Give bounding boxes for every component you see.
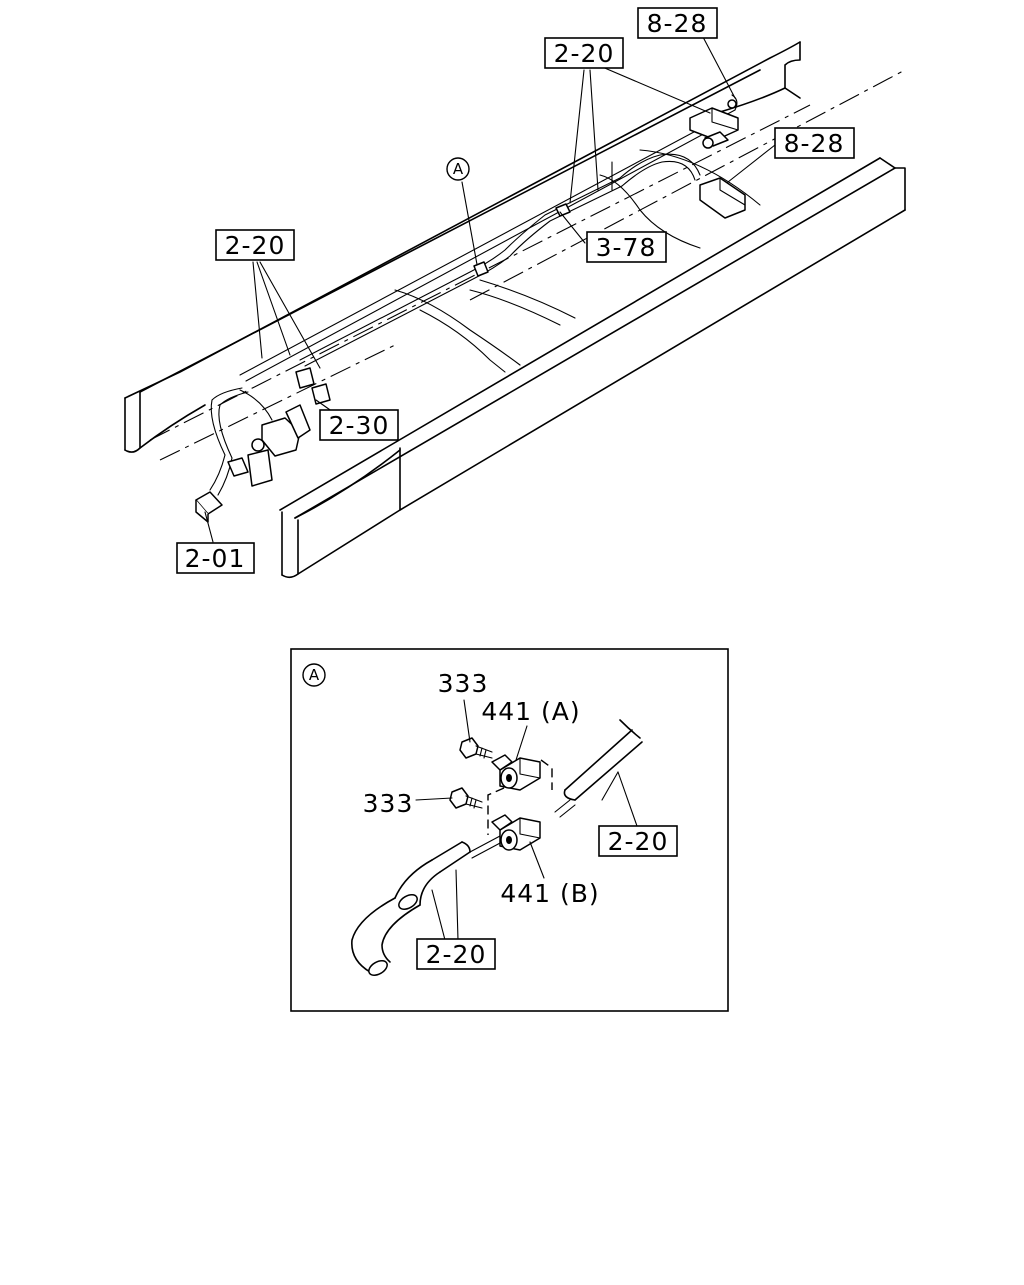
clip-441a-label: 441 (A) [481,697,580,726]
label-2-20-top: 2-20 [544,37,624,69]
detail-label-2-20-bottom-text: 2-20 [426,940,487,969]
leader-lines-top [204,36,776,543]
label-8-28-right-text: 8-28 [784,129,845,158]
bolt-333-left-label: 333 [363,789,414,818]
label-8-28-top: 8-28 [637,7,718,39]
valve-right [699,177,746,219]
bolt-333-top [459,737,493,759]
label-8-28-top-text: 8-28 [647,9,708,38]
label-8-28-right: 8-28 [774,127,855,159]
detail-view-a: A [290,648,729,1012]
clip-3-78 [555,203,571,217]
clamp-2-30 [295,367,331,405]
label-2-20-top-text: 2-20 [554,39,615,68]
label-3-78: 3-78 [586,231,667,263]
label-2-30-text: 2-30 [329,411,390,440]
bolt-333-left [449,787,483,809]
connector-2-01 [195,491,223,523]
frame-rail-rear [124,41,801,453]
detail-label-2-20-bottom: 2-20 [416,938,496,970]
label-3-78-text: 3-78 [596,233,657,262]
valve-front [227,404,311,487]
clip-441b-label: 441 (B) [500,879,599,908]
bolt-333-top-label: 333 [438,669,489,698]
clip-441a [491,754,541,791]
detail-a-marker-text: A [309,666,320,684]
detail-label-2-20-right: 2-20 [598,825,678,857]
frame-rail-front [279,157,906,579]
valve-rear [689,99,739,149]
detail-marker-a-text: A [453,160,464,178]
label-2-01: 2-01 [176,542,255,574]
detail-label-2-20-right-text: 2-20 [608,827,669,856]
label-2-20-left-text: 2-20 [225,231,286,260]
label-2-30: 2-30 [319,409,399,441]
label-2-20-left: 2-20 [215,229,295,261]
detail-marker-a-top: A [446,157,489,277]
label-2-01-text: 2-01 [185,544,246,573]
